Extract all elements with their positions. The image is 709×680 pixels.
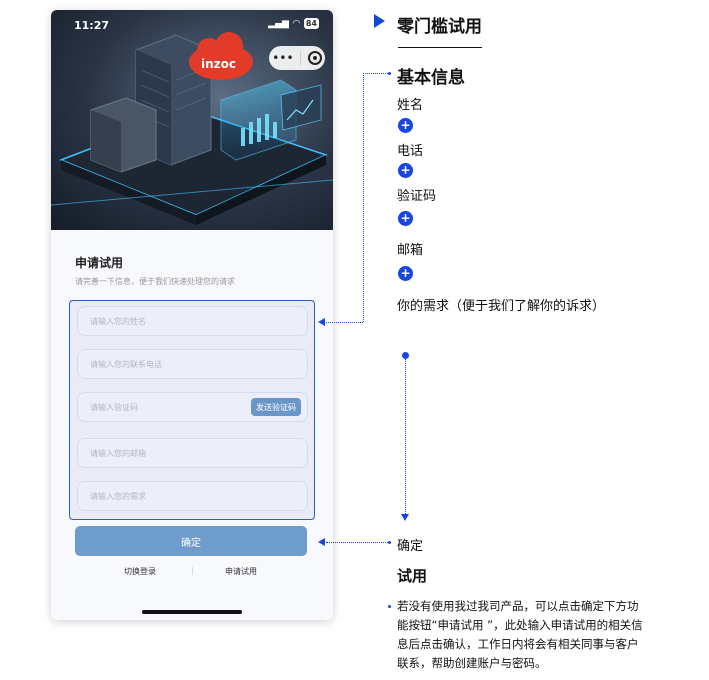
name-label: 姓名 — [397, 98, 424, 113]
need-field[interactable] — [77, 481, 308, 511]
code-field[interactable]: 发送验证码 — [77, 392, 308, 422]
capsule-divider — [300, 51, 302, 65]
phone-screenshot: inzoc 11:27 ▂▄▆ ◠ 84 ••• 申请试用 请完善一下信息，便于… — [51, 10, 333, 620]
status-time: 11:27 — [74, 19, 110, 32]
need-label: 你的需求（便于我们了解你的诉求） — [397, 299, 606, 314]
name-input[interactable] — [78, 307, 307, 335]
trial-title: 试用 — [397, 567, 428, 585]
apply-trial-link[interactable]: 申请试用 — [225, 567, 257, 576]
status-bar: 11:27 ▂▄▆ ◠ 84 — [51, 10, 333, 38]
add-email-icon: + — [398, 266, 413, 281]
email-input[interactable] — [78, 439, 307, 467]
flow-arrow-down-icon — [401, 514, 409, 521]
status-icons: ▂▄▆ ◠ 84 — [268, 18, 319, 29]
form-subtitle: 请完善一下信息，便于我们快速处理您的请求 — [75, 277, 235, 286]
flow-line — [405, 359, 406, 514]
arrow-to-fields-icon — [318, 318, 325, 326]
building-illustration: inzoc — [51, 32, 333, 225]
battery-icon: 84 — [303, 18, 319, 29]
need-input[interactable] — [78, 482, 307, 510]
signal-icon: ▂▄▆ — [268, 18, 289, 29]
title-underline — [398, 47, 482, 48]
hero-illustration: inzoc 11:27 ▂▄▆ ◠ 84 ••• — [51, 10, 333, 230]
connector-top-h — [363, 73, 388, 74]
email-label: 邮箱 — [397, 243, 424, 258]
confirm-connector — [326, 542, 388, 543]
confirm-dot — [388, 541, 391, 544]
basic-info-title: 基本信息 — [397, 68, 465, 88]
add-name-icon: + — [398, 118, 413, 133]
trial-description: 若没有使用我过我司产品，可以点击确定下方功能按钮“申请试用 ”，此处输入申请试用… — [397, 599, 643, 670]
arrow-to-confirm-icon — [318, 538, 325, 546]
name-field[interactable] — [77, 306, 308, 336]
switch-login-link[interactable]: 切换登录 — [124, 567, 156, 576]
title-triangle-icon — [374, 14, 385, 28]
bottom-links: 切换登录 | 申请试用 — [51, 566, 333, 580]
link-separator: | — [191, 566, 194, 575]
confirm-button[interactable]: 确定 — [75, 526, 307, 556]
home-indicator — [142, 610, 242, 614]
code-label: 验证码 — [397, 189, 437, 204]
close-target-icon[interactable] — [307, 51, 322, 65]
section-title: 零门槛试用 — [397, 17, 482, 37]
form-title: 申请试用 — [75, 256, 124, 270]
apply-form-area: 申请试用 请完善一下信息，便于我们快速处理您的请求 发送验证码 确定 切换登录 — [51, 230, 333, 620]
wifi-icon: ◠ — [292, 18, 300, 29]
logo-text: inzoc — [201, 57, 236, 71]
phone-field[interactable] — [77, 349, 308, 379]
flow-start-dot — [402, 352, 409, 359]
add-phone-icon: + — [398, 163, 413, 178]
mini-program-capsule[interactable]: ••• — [269, 46, 325, 70]
confirm-annotation-label: 确定 — [397, 539, 424, 554]
email-field[interactable] — [77, 438, 308, 468]
phone-input[interactable] — [78, 350, 307, 378]
phone-label: 电话 — [397, 144, 424, 159]
add-code-icon: + — [398, 211, 413, 226]
more-icon[interactable]: ••• — [272, 51, 294, 65]
highlighted-fields-box: 发送验证码 — [69, 300, 315, 520]
cloud-logo — [189, 32, 253, 80]
send-code-button[interactable]: 发送验证码 — [251, 398, 301, 416]
desc-bullet-dot — [388, 605, 391, 608]
connector-vertical — [363, 73, 364, 322]
connector-bottom-h — [326, 322, 363, 323]
basic-info-dot — [388, 72, 391, 75]
